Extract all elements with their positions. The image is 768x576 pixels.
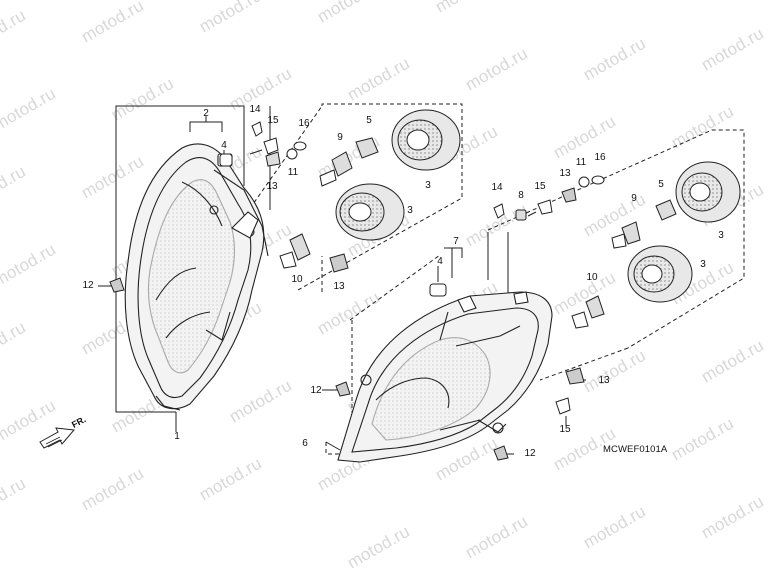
callout-7: 7 (453, 236, 459, 247)
headlight-assembly-left (124, 143, 269, 411)
callout-3: 3 (700, 259, 706, 270)
callout-13: 13 (333, 281, 345, 292)
callout-9: 9 (631, 193, 637, 204)
callout-12: 12 (310, 385, 322, 396)
callout-3: 3 (425, 180, 431, 191)
callout-15: 15 (534, 181, 546, 192)
callout-13: 13 (266, 181, 278, 192)
callout-13: 13 (598, 375, 610, 386)
parts-right-group (335, 161, 741, 461)
callout-11: 11 (575, 157, 587, 168)
callout-10: 10 (291, 274, 303, 285)
leader-lines (98, 103, 745, 455)
callout-13: 13 (559, 168, 571, 179)
parts-left-group (109, 109, 461, 293)
callout-8: 8 (518, 190, 524, 201)
callout-16: 16 (298, 118, 310, 129)
callout-14: 14 (491, 182, 503, 193)
front-direction-arrow-icon (39, 427, 75, 449)
callout-4: 4 (437, 256, 443, 267)
headlight-assembly-right (337, 291, 553, 463)
callout-2: 2 (203, 108, 209, 119)
diagram-code: MCWEF0101A (603, 444, 668, 455)
callout-12: 12 (524, 448, 536, 459)
callout-1: 1 (174, 431, 180, 442)
callout-9: 9 (337, 132, 343, 143)
callout-15: 15 (559, 424, 571, 435)
callout-10: 10 (586, 272, 598, 283)
callout-6: 6 (302, 438, 308, 449)
callout-3: 3 (718, 230, 724, 241)
callout-5: 5 (366, 115, 372, 126)
callout-3: 3 (407, 205, 413, 216)
callout-5: 5 (658, 179, 664, 190)
callout-12: 12 (82, 280, 94, 291)
callout-11: 11 (287, 167, 299, 178)
callout-15: 15 (267, 115, 279, 126)
callout-4: 4 (221, 140, 227, 151)
callout-16: 16 (594, 152, 606, 163)
callout-14: 14 (249, 104, 261, 115)
